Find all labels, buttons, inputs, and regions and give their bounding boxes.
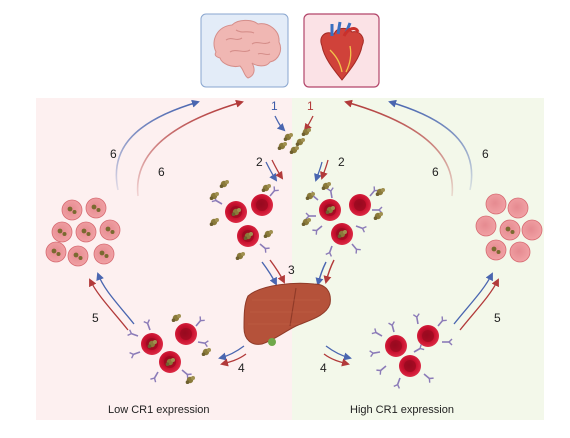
heart-organ xyxy=(303,13,380,88)
step-6-left-outer: 6 xyxy=(110,147,117,161)
step-1-right: 1 xyxy=(307,99,314,113)
low-cr1-label: Low CR1 expression xyxy=(108,404,210,416)
step-3: 3 xyxy=(288,263,295,277)
step-4-right: 4 xyxy=(320,361,327,375)
step-5-right: 5 xyxy=(494,311,501,325)
brain-organ xyxy=(200,13,289,88)
step-2-right: 2 xyxy=(338,155,345,169)
step-6-right-outer: 6 xyxy=(482,147,489,161)
step-6-left-inner: 6 xyxy=(158,165,165,179)
high-cr1-label: High CR1 expression xyxy=(350,404,454,416)
step-4-left: 4 xyxy=(238,361,245,375)
step-6-right-inner: 6 xyxy=(432,165,439,179)
step-5-left: 5 xyxy=(92,311,99,325)
step-1-left: 1 xyxy=(271,99,278,113)
liver xyxy=(243,282,331,346)
step-2-left: 2 xyxy=(256,155,263,169)
